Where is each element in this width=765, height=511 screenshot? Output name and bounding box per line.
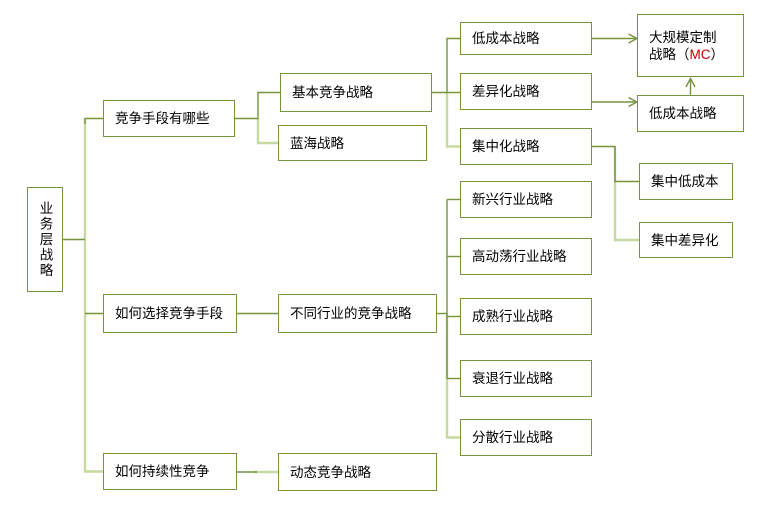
node-mature-industry-strategy-label: 成熟行业战略: [472, 309, 553, 324]
connector-root-trunk: [83, 118, 103, 473]
node-mass-customization-mc-abbr: MC: [689, 46, 711, 62]
node-declining-industry-strategy: 衰退行业战略: [460, 360, 592, 397]
node-fragmented-industry-strategy: 分散行业战略: [460, 419, 592, 456]
node-blue-ocean-strategy-label: 蓝海战略: [290, 135, 344, 151]
node-turbulent-industry-strategy: 高动荡行业战略: [460, 238, 592, 275]
node-mass-customization-line2-pre: 战略（: [649, 46, 690, 62]
node-industry-competitive-strategy: 不同行业的竞争战略: [278, 294, 437, 333]
node-low-cost-strategy-right-label: 低成本战略: [649, 106, 717, 121]
node-what-competitive-means-label: 竞争手段有哪些: [115, 111, 210, 126]
connector-qmeans-to-blueocean: [256, 118, 278, 145]
node-focused-low-cost-label: 集中低成本: [651, 174, 719, 189]
node-turbulent-industry-strategy-label: 高动荡行业战略: [472, 249, 567, 264]
node-business-level-strategy-label: 业务层战略: [37, 200, 53, 279]
node-declining-industry-strategy-label: 衰退行业战略: [472, 371, 553, 386]
node-how-sustain-competition-label: 如何持续性竞争: [115, 464, 210, 479]
node-dynamic-competitive-strategy: 动态竞争战略: [278, 453, 437, 491]
node-dynamic-competitive-strategy-label: 动态竞争战略: [290, 464, 371, 480]
node-low-cost-strategy-label: 低成本战略: [472, 31, 540, 46]
node-how-sustain-competition: 如何持续性竞争: [103, 453, 237, 490]
node-mass-customization-line1: 大规模定制: [649, 29, 717, 45]
node-low-cost-strategy-right: 低成本战略: [637, 95, 744, 132]
node-how-choose-means-label: 如何选择竞争手段: [115, 306, 223, 321]
node-differentiation-strategy: 差异化战略: [460, 73, 592, 110]
connector-qmeans-to-basic: [235, 91, 280, 120]
connector-industry-to-fragmented: [445, 313, 460, 439]
arrow-lowcost2-to-mc-head: [685, 77, 696, 88]
node-mass-customization-line2-post: ）: [710, 46, 725, 62]
node-emerging-industry-strategy: 新兴行业战略: [460, 181, 592, 218]
node-differentiation-strategy-label: 差异化战略: [472, 84, 540, 99]
node-focused-differentiation: 集中差异化: [639, 222, 733, 258]
node-focused-differentiation-label: 集中差异化: [651, 232, 719, 248]
node-blue-ocean-strategy: 蓝海战略: [278, 125, 427, 161]
node-low-cost-strategy: 低成本战略: [460, 22, 592, 55]
connector-root-to-qmeans: [84, 117, 103, 124]
node-basic-competitive-strategy: 基本竞争战略: [280, 73, 432, 112]
node-how-choose-means: 如何选择竞争手段: [103, 294, 237, 333]
node-fragmented-industry-strategy-label: 分散行业战略: [472, 430, 553, 445]
node-focus-strategy: 集中化战略: [460, 128, 592, 165]
node-mass-customization-strategy: 大规模定制 战略（MC）: [637, 14, 744, 77]
node-focused-low-cost: 集中低成本: [639, 163, 733, 200]
node-emerging-industry-strategy-label: 新兴行业战略: [472, 192, 553, 207]
node-mass-customization-line2: 战略（MC）: [649, 46, 724, 63]
connector-focus-to-focusdiff: [613, 146, 639, 242]
node-basic-competitive-strategy-label: 基本竞争战略: [292, 85, 373, 100]
connector-focus-to-focuslowcost: [592, 145, 639, 183]
connector-basic-to-lowcost: [446, 37, 460, 93]
node-business-level-strategy: 业务层战略: [27, 187, 63, 292]
node-focus-strategy-label: 集中化战略: [472, 139, 540, 154]
connector-basic-to-focus: [445, 92, 460, 148]
node-mature-industry-strategy: 成熟行业战略: [460, 298, 592, 335]
node-what-competitive-means: 竞争手段有哪些: [103, 100, 235, 137]
node-industry-competitive-strategy-label: 不同行业的竞争战略: [290, 306, 412, 321]
